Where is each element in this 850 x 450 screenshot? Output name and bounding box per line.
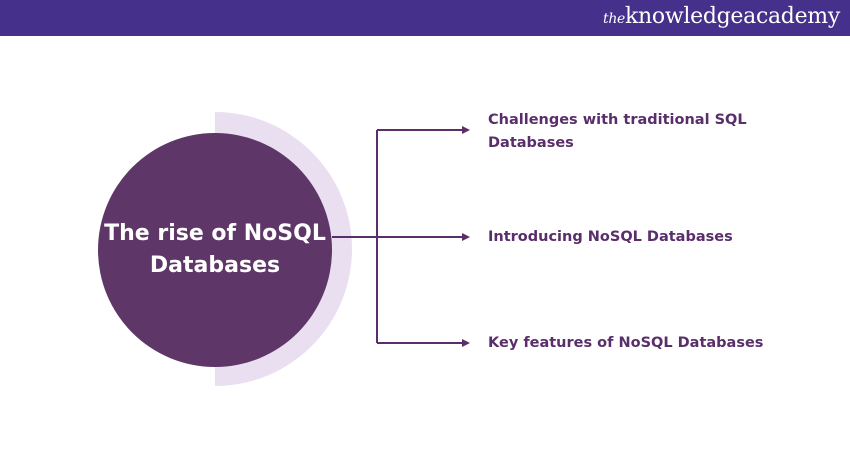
center-circle [98,133,332,367]
item-challenges: Challenges with traditional SQL Database… [488,112,747,151]
header-bar: theknowledgeacademy [0,0,850,36]
item-introducing: Introducing NoSQL Databases [488,229,733,245]
brand-name: knowledgeacademy [625,4,840,29]
center-title: The rise of NoSQL Databases [104,221,326,278]
brand-logo: theknowledgeacademy [603,4,840,29]
brand-prefix: the [603,11,626,27]
item-key-features: Key features of NoSQL Databases [488,335,764,351]
arrow-icon [462,126,470,134]
arrowheads [462,126,470,347]
arrow-icon [462,233,470,241]
connector-lines [332,129,464,344]
arrow-icon [462,339,470,347]
